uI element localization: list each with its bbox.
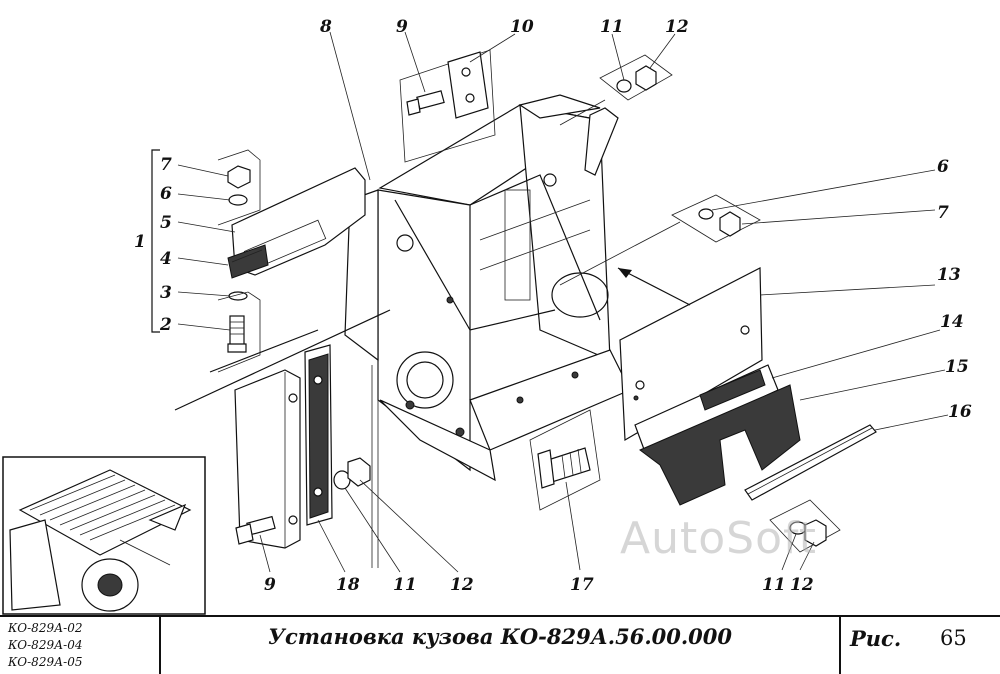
model-item: КО-829А-04	[8, 638, 83, 652]
callout-10: 10	[510, 17, 534, 37]
callout-16: 16	[948, 402, 972, 422]
callout-7: 7	[160, 155, 172, 175]
watermark: AutoSoft	[620, 513, 817, 564]
bar-16	[744, 414, 949, 501]
callout-12: 12	[665, 17, 689, 37]
nut-washer-right	[559, 169, 936, 286]
figure-number: 65	[940, 626, 967, 650]
group-1-bracket	[151, 149, 366, 373]
callout-14: 14	[940, 312, 964, 332]
callout-7-right: 7	[937, 203, 949, 223]
nut-washer-top	[559, 33, 676, 126]
callout-6-right: 6	[937, 157, 949, 177]
callout-9: 9	[396, 17, 408, 37]
callout-12-bottom: 12	[450, 575, 474, 595]
callout-1: 1	[134, 232, 146, 252]
model-item: КО-829А-05	[8, 655, 83, 669]
main-frame	[344, 94, 631, 482]
bolt-9-and-plate-10	[399, 31, 516, 163]
callout-9-bottom: 9	[264, 575, 276, 595]
drawing-title: Установка кузова КО-829А.56.00.000	[267, 624, 733, 649]
callout-8: 8	[319, 17, 332, 37]
callout-3: 3	[160, 283, 172, 303]
callout-12-right: 12	[790, 575, 814, 595]
model-item: КО-829А-02	[8, 621, 83, 635]
lower-left-parts	[174, 31, 459, 573]
callout-2: 2	[159, 315, 172, 335]
callout-18: 18	[336, 575, 360, 595]
inset-truck-view	[2, 456, 206, 615]
model-list: КО-829А-02 КО-829А-04 КО-829А-05	[8, 620, 158, 671]
title-block: КО-829А-02 КО-829А-04 КО-829А-05 Установ…	[0, 616, 1000, 674]
callout-11-right: 11	[762, 575, 786, 595]
callout-13: 13	[937, 265, 961, 285]
bolt-17	[529, 409, 601, 571]
callout-4: 4	[160, 249, 172, 269]
figure-label: Рис.	[850, 626, 902, 651]
callout-11-bottom: 11	[393, 575, 417, 595]
callout-6: 6	[160, 184, 172, 204]
nut-washer-bottom-right	[769, 499, 841, 571]
panel-13	[617, 267, 936, 442]
callout-11: 11	[600, 17, 624, 37]
callout-17: 17	[570, 575, 594, 595]
callout-15: 15	[945, 357, 969, 377]
callout-numbers: 1 7 6 5 4 3 2 8 9 10 11 12 6 7 13 14 15 …	[134, 17, 972, 595]
title-block-frame	[0, 615, 1000, 674]
plate-15	[639, 369, 946, 506]
callout-5: 5	[160, 213, 172, 233]
